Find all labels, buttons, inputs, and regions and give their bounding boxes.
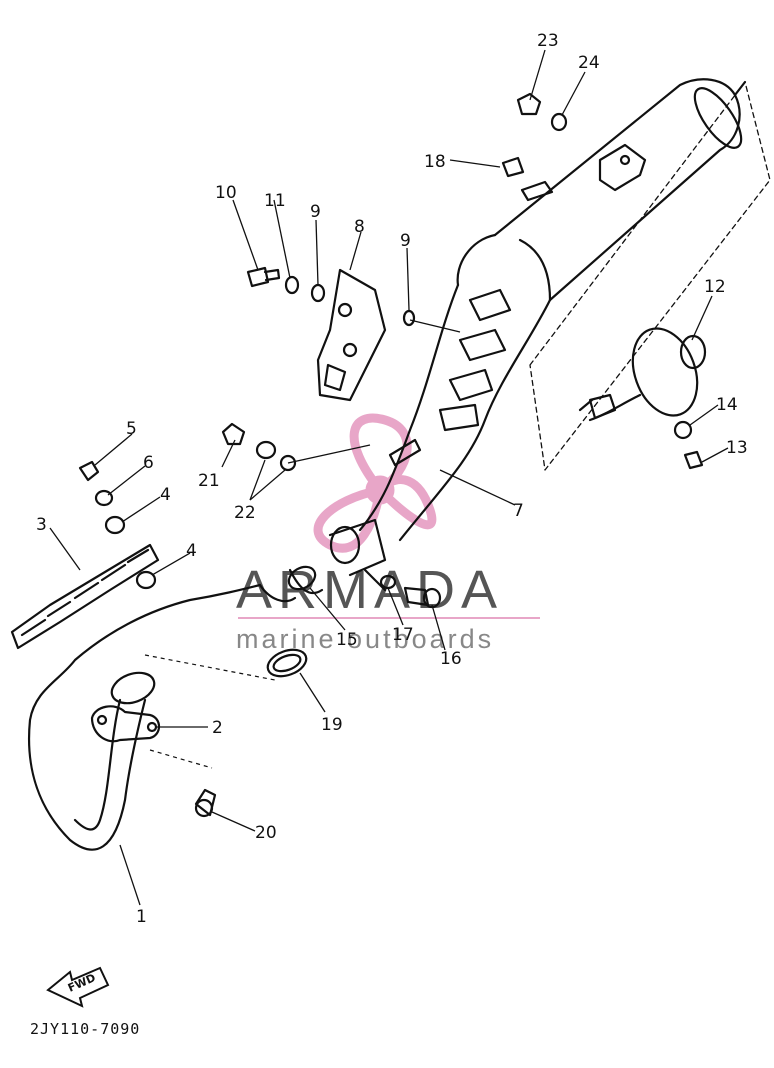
washer-22a	[255, 440, 277, 460]
washer-9a	[310, 283, 326, 303]
silencer-dashed-outline	[529, 81, 771, 471]
forward-arrow: FWD	[46, 966, 110, 1008]
callout-24: 24	[578, 53, 600, 73]
armada-logo	[313, 413, 437, 553]
callout-1: 1	[136, 907, 147, 927]
washer-22b	[279, 454, 297, 472]
callout-15: 15	[336, 630, 358, 650]
callout-9a: 9	[310, 202, 321, 222]
muffler-clip	[520, 180, 554, 202]
washer-14	[673, 420, 693, 440]
callout-5: 5	[126, 419, 137, 439]
callout-labels: 1 2 3 4 4 5 6 7 8 9 9 10 11 12 13 14 15 …	[36, 31, 748, 927]
callout-3: 3	[36, 515, 47, 535]
washer-6	[94, 489, 114, 507]
diagram-code: 2JY110-7090	[30, 1020, 140, 1038]
callout-2: 2	[212, 718, 223, 738]
middle-pipe	[358, 283, 552, 542]
gasket-15	[287, 565, 324, 595]
pipe-clamp	[328, 518, 387, 592]
exhaust-pipe	[28, 583, 297, 851]
dashed-alignment-lines	[144, 654, 276, 769]
callout-12: 12	[704, 277, 726, 297]
watermark-tagline: marine outboards	[236, 624, 494, 654]
muffler-bracket	[598, 143, 647, 192]
callout-6: 6	[143, 453, 154, 473]
callout-14: 14	[716, 395, 738, 415]
gasket-19	[266, 648, 308, 678]
bolt-20	[194, 788, 217, 818]
muffler-assembly	[456, 78, 747, 302]
callout-11: 11	[264, 191, 286, 211]
callout-10: 10	[215, 183, 237, 203]
washer-11	[284, 275, 300, 295]
leader-lines	[49, 49, 729, 906]
exhaust-flange	[90, 705, 161, 743]
bolt-13	[683, 450, 704, 470]
silencer-end-cap	[578, 327, 707, 422]
callout-4b: 4	[186, 541, 197, 561]
callout-9b: 9	[400, 231, 411, 251]
watermark-brand: ARMADA	[236, 560, 503, 620]
callout-23: 23	[537, 31, 559, 51]
grommet-4a	[104, 515, 126, 535]
collar-18	[501, 156, 525, 178]
callout-16: 16	[440, 649, 462, 669]
callout-13: 13	[726, 438, 748, 458]
grommet-4b	[135, 570, 157, 590]
bolt-5	[78, 460, 100, 482]
callout-8: 8	[354, 217, 365, 237]
bolt-10	[246, 266, 281, 288]
callout-22: 22	[234, 503, 256, 523]
washer-24	[550, 112, 568, 132]
heat-shield-lower	[10, 543, 160, 650]
washer-9b	[402, 309, 416, 327]
callout-19: 19	[321, 715, 343, 735]
callout-4a: 4	[160, 485, 171, 505]
callout-17: 17	[392, 625, 414, 645]
callout-18: 18	[424, 152, 446, 172]
callout-7: 7	[513, 501, 524, 521]
heat-shield-upper	[316, 268, 387, 402]
bolt-23	[516, 92, 542, 116]
bolt-21	[221, 422, 246, 446]
callout-20: 20	[255, 823, 277, 843]
callout-21: 21	[198, 471, 220, 491]
